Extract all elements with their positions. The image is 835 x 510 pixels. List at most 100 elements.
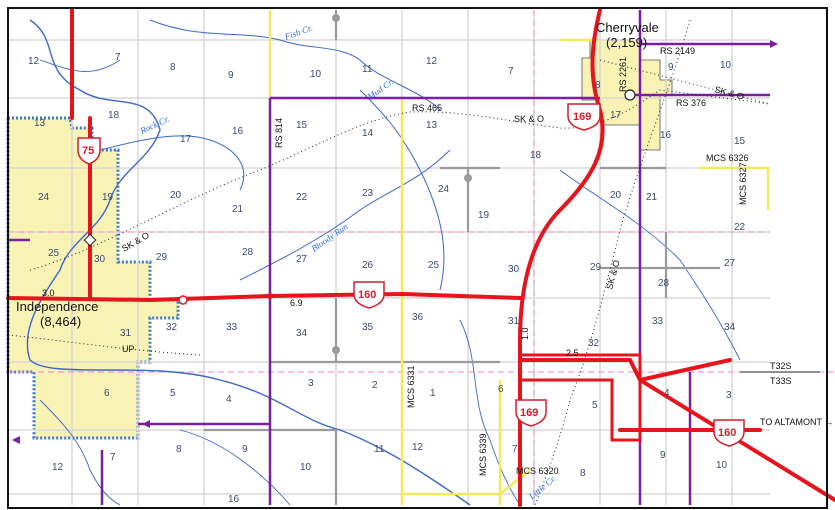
rs2149-label: RS 2149 xyxy=(660,46,695,56)
section-number: 8 xyxy=(580,468,586,479)
us75-shield: 75 xyxy=(77,137,101,165)
township-labels: T32S T33S TO ALTAMONT → xyxy=(760,361,833,427)
mcs6326-label: MCS 6326 xyxy=(706,153,749,163)
section-number: 25 xyxy=(48,248,60,259)
section-number: 33 xyxy=(652,316,664,327)
arrows xyxy=(12,40,778,444)
yellow-routes xyxy=(268,10,770,505)
section-number: 25 xyxy=(428,260,440,271)
section-number: 11 xyxy=(362,64,373,75)
section-number: 30 xyxy=(94,254,106,265)
rs2261-label: RS 2261 xyxy=(618,57,628,92)
rs465-label: RS 465 xyxy=(412,103,442,113)
independence-urban-area xyxy=(6,116,180,440)
route-shields: 75 169 160 169 160 xyxy=(77,103,745,447)
section-number: 6 xyxy=(104,388,110,399)
section-number: 34 xyxy=(724,322,736,333)
junction-marker-2 xyxy=(178,295,188,305)
section-number: 21 xyxy=(646,192,658,203)
independence-junction-marker xyxy=(83,233,97,247)
section-number: 6 xyxy=(498,384,504,395)
section-number: 17 xyxy=(180,134,192,145)
t32s-label: T32S xyxy=(770,361,792,371)
destination-label: TO ALTAMONT → xyxy=(760,417,833,427)
mileage-2-5: 2.5 xyxy=(566,348,579,358)
fish-creek xyxy=(149,19,441,111)
us169-north-shield-number: 169 xyxy=(573,111,591,123)
section-number: 13 xyxy=(34,118,46,129)
section-number: 4 xyxy=(226,394,232,405)
section-number: 5 xyxy=(592,400,598,411)
mileage-6-9: 6.9 xyxy=(290,298,303,308)
section-number: 29 xyxy=(156,252,168,263)
section-number: 12 xyxy=(426,56,438,67)
section-number: 17 xyxy=(610,110,622,121)
section-number: 24 xyxy=(38,192,50,203)
section-number: 27 xyxy=(296,254,308,265)
us169-south-shield-number: 169 xyxy=(520,407,538,419)
us160-center-shield-number: 160 xyxy=(358,289,376,301)
junction-marker-1 xyxy=(267,293,273,299)
section-number: 16 xyxy=(232,126,244,137)
section-number: 10 xyxy=(720,60,732,71)
skando-label-4: SK & O xyxy=(604,259,621,291)
section-number: 20 xyxy=(610,190,622,201)
section-number: 3 xyxy=(308,378,314,389)
section-number: 22 xyxy=(734,222,746,233)
streams xyxy=(26,19,741,506)
section-number: 16 xyxy=(228,494,240,505)
stream-west-1 xyxy=(39,399,121,506)
section-number: 13 xyxy=(426,120,438,131)
section-number: 9 xyxy=(242,444,248,455)
section-number: 10 xyxy=(300,462,312,473)
section-number: 8 xyxy=(595,80,601,91)
section-number: 5 xyxy=(170,388,176,399)
section-number: 9 xyxy=(660,450,666,461)
skando-label-3: SK & O xyxy=(120,230,151,254)
town-markers xyxy=(83,14,636,354)
section-number: 36 xyxy=(412,312,424,323)
map-frame xyxy=(7,7,828,509)
section-number: 23 xyxy=(362,188,374,199)
section-number: 22 xyxy=(296,192,308,203)
rock-creek xyxy=(99,135,245,191)
junction-marker-3 xyxy=(332,346,340,354)
section-number: 10 xyxy=(310,69,322,80)
us169-north-shield: 169 xyxy=(567,103,601,131)
us160-east-shield-number: 160 xyxy=(718,427,736,439)
cherryvale-junction-marker xyxy=(624,89,636,101)
stream-east-1 xyxy=(559,169,741,361)
section-number: 34 xyxy=(296,328,308,339)
junction-marker-5 xyxy=(332,14,340,22)
railroads xyxy=(7,19,771,506)
us160-east-spur xyxy=(638,358,732,382)
section-number: 35 xyxy=(362,322,374,333)
section-number: 15 xyxy=(734,136,746,147)
up-label: UP xyxy=(122,344,135,354)
section-number: 30 xyxy=(508,264,520,275)
skando-label-1: SK & O xyxy=(514,114,544,124)
independence-population: (8,464) xyxy=(40,314,81,329)
section-number: 18 xyxy=(530,150,542,161)
section-number: 28 xyxy=(658,278,670,289)
junction-marker-4 xyxy=(464,174,472,182)
mcs6331-label: MCS 6331 xyxy=(406,365,416,408)
section-number: 8 xyxy=(170,62,176,73)
section-number: 7 xyxy=(110,452,116,463)
section-number: 32 xyxy=(588,338,600,349)
section-number: 31 xyxy=(508,316,520,327)
section-number: 33 xyxy=(226,322,238,333)
t33s-label: T33S xyxy=(770,376,792,386)
section-number: 10 xyxy=(716,460,728,471)
section-number: 19 xyxy=(478,210,490,221)
section-number: 7 xyxy=(508,66,514,77)
mileage-1-0: 1.0 xyxy=(520,327,530,340)
mcs6327-label: MCS 6327 xyxy=(738,162,748,205)
stream-east-2 xyxy=(459,319,521,506)
section-number: 18 xyxy=(108,110,120,121)
section-number: 3 xyxy=(726,390,732,401)
section-number: 2 xyxy=(372,380,378,391)
section-number: 31 xyxy=(120,328,132,339)
